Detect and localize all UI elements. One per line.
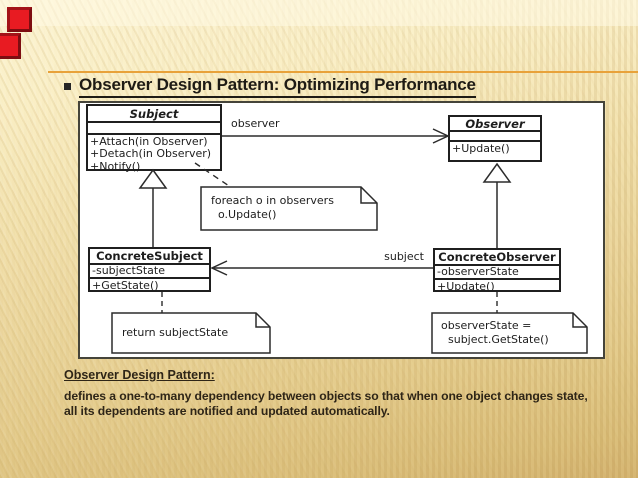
class-name-concrete-observer: ConcreteObserver [435,250,559,266]
observer-method-update: +Update() [452,142,510,155]
observer-operations: +Update() [450,142,540,156]
concrete-subject-attributes: -subjectState [90,264,209,280]
footer-line2: all its dependents are notified and upda… [64,404,390,418]
note-text-observer-state: observerState = subject.GetState() [441,319,549,346]
concrete-observer-operations: +Update() [435,280,559,294]
concrete-observer-attributes: -observerState [435,265,559,281]
concrete-observer-attr-state: -observerState [437,265,519,278]
role-label-subject: subject [384,250,424,263]
class-name-subject: Subject [88,106,220,123]
subject-attributes-empty [88,123,220,135]
footer-heading: Observer Design Pattern: [64,368,215,382]
note-observer-state-line2: subject.GetState() [448,332,549,346]
subject-method-notify: +Notify() [90,159,141,173]
note-text-return: return subjectState [122,326,228,340]
top-light-band [0,0,638,26]
concrete-subject-method-getstate: +GetState() [92,279,159,293]
footer: Observer Design Pattern: defines a one-t… [64,368,588,419]
note-foreach-line2: o.Update() [218,207,277,221]
observer-attributes-empty [450,132,540,142]
subject-operations: +Attach(in Observer) +Detach(in Observer… [88,135,220,174]
class-name-observer: Observer [450,117,540,132]
footer-body: defines a one-to-many dependency between… [64,389,588,419]
class-box-observer: Observer +Update() [448,115,542,162]
role-label-observer: observer [231,117,280,130]
title-row: Observer Design Pattern: Optimizing Perf… [64,75,476,98]
subject-method-detach: +Detach(in Observer) [90,147,212,161]
concrete-subject-attr-state: -subjectState [92,264,165,277]
note-observer-state-line1: observerState = [441,319,532,332]
subject-method-attach: +Attach(in Observer) [90,135,208,148]
class-name-concrete-subject: ConcreteSubject [90,249,209,265]
note-foreach-line1: foreach o in observers [211,194,334,207]
bullet-icon [64,83,71,90]
class-box-concrete-subject: ConcreteSubject -subjectState +GetState(… [88,247,211,292]
accent-divider-line [48,71,638,73]
note-return-line1: return subjectState [122,326,229,339]
concrete-subject-operations: +GetState() [90,279,209,293]
class-box-subject: Subject +Attach(in Observer) +Detach(in … [86,104,222,174]
red-square-marker-2 [0,33,21,59]
note-text-foreach: foreach o in observers o.Update() [211,194,334,221]
slide-title: Observer Design Pattern: Optimizing Perf… [79,75,476,98]
class-box-concrete-observer: ConcreteObserver -observerState +Update(… [433,248,561,294]
concrete-observer-method-update: +Update() [437,280,495,294]
red-square-marker-1 [7,7,32,32]
footer-line1: defines a one-to-many dependency between… [64,389,588,403]
